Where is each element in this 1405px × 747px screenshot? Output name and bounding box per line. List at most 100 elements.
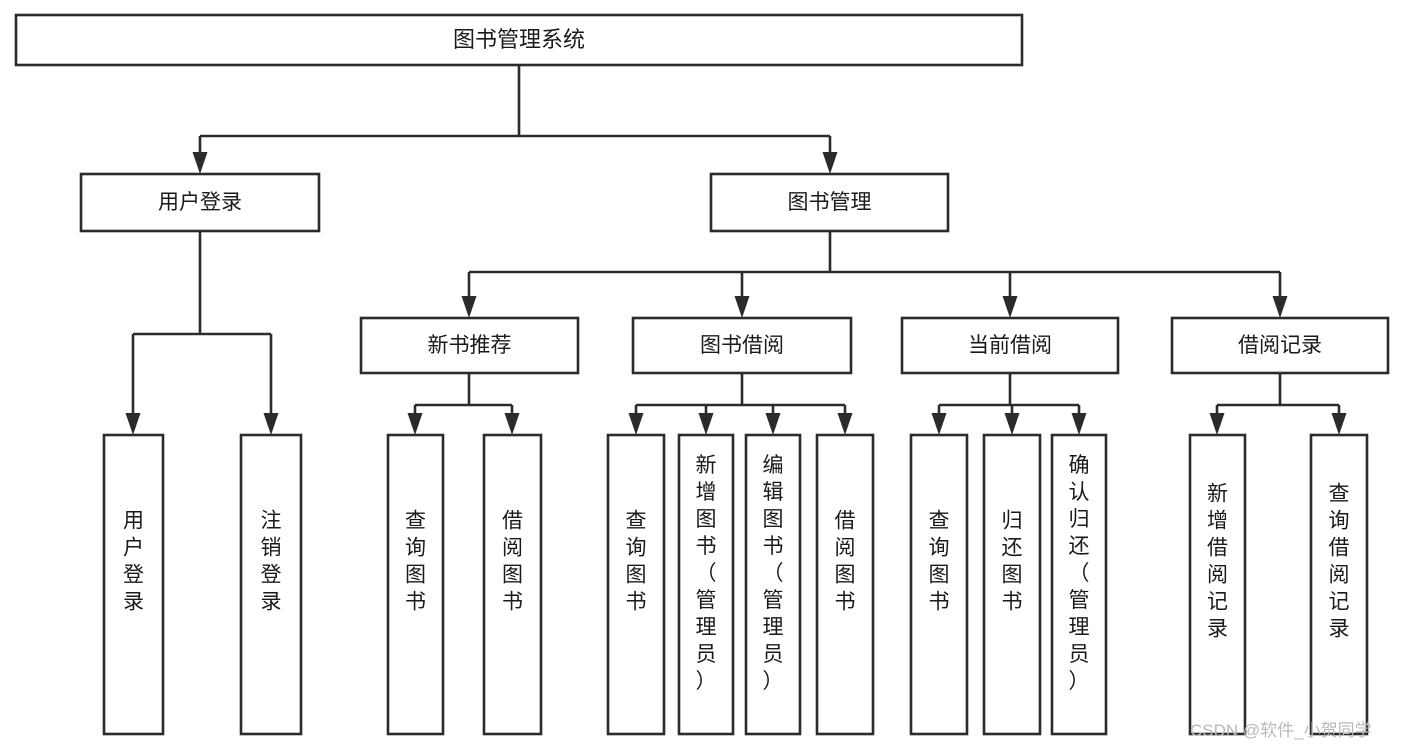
node-book-management-rect — [709, 172, 950, 233]
leaf-label-char: ） — [763, 670, 784, 693]
leaf-label-char: 书 — [835, 591, 856, 614]
leaf-label-char: 增 — [1207, 510, 1228, 533]
leaf-leaf-query-book-recommend-rect — [386, 433, 445, 736]
node-borrow-record-label: 借阅记录 — [1238, 334, 1322, 357]
leaf-label-char: 书 — [929, 591, 950, 614]
leaf-label-char: 新 — [696, 454, 717, 477]
leaf-leaf-confirm-return-admin-rect — [1050, 433, 1108, 736]
new-book-recommend-drop-0-arrowhead — [407, 413, 423, 435]
node-borrow-record-rect — [1170, 316, 1390, 375]
node-book-borrow[interactable]: 图书借阅 — [631, 316, 853, 375]
leaf-leaf-user-login-label: 用户登录 — [123, 510, 144, 614]
leaf-label-char: 阅 — [1207, 564, 1228, 587]
leaf-label-char: 确 — [1069, 454, 1090, 477]
user-login-drop-0-arrowhead — [125, 413, 141, 435]
root-drop-0-arrowhead — [192, 152, 208, 174]
node-root-rect — [14, 13, 1024, 67]
leaf-leaf-user-login[interactable]: 用户登录 — [102, 433, 165, 736]
leaf-label-char: 书 — [502, 591, 523, 614]
leaf-label-char: （ — [696, 562, 717, 585]
leaf-label-char: 图 — [502, 564, 523, 587]
node-user-login-rect — [79, 172, 321, 233]
leaf-label-char: 录 — [1207, 618, 1228, 641]
node-current-borrow[interactable]: 当前借阅 — [900, 316, 1120, 375]
current-borrow-drop-1-arrowhead — [1004, 413, 1020, 435]
leaf-label-char: 图 — [929, 564, 950, 587]
leaf-label-char: 阅 — [1329, 564, 1350, 587]
leaf-label-char: 录 — [261, 591, 282, 614]
leaf-label-char: 录 — [1329, 618, 1350, 641]
leaf-label-char: 认 — [1069, 481, 1090, 504]
leaf-leaf-borrow-book-recommend-rect — [482, 433, 543, 736]
leaf-label-char: 询 — [626, 537, 647, 560]
connector-layer — [125, 65, 1347, 435]
leaf-label-char: 理 — [696, 616, 717, 639]
leaf-label-char: 借 — [502, 510, 523, 533]
leaf-leaf-query-book-current-rect — [909, 433, 969, 736]
leaf-label-char: 询 — [1329, 510, 1350, 533]
leaf-label-char: 注 — [261, 510, 282, 533]
leaf-label-char: 员 — [763, 643, 784, 666]
book-borrow-drop-1-arrowhead — [698, 413, 714, 435]
leaf-leaf-add-borrow-record-rect — [1188, 433, 1247, 736]
leaf-leaf-query-borrow-record-rect — [1309, 433, 1369, 736]
node-borrow-record[interactable]: 借阅记录 — [1170, 316, 1390, 375]
book-borrow-drop-2-arrowhead — [765, 413, 781, 435]
node-user-login[interactable]: 用户登录 — [79, 172, 321, 233]
csdn-watermark: CSDN @软件_小贺同学 — [1190, 721, 1372, 740]
leaf-label-char: ） — [696, 670, 717, 693]
book-mgmt-drop-2-arrowhead — [1002, 296, 1018, 318]
book-mgmt-drop-3-arrowhead — [1272, 296, 1288, 318]
leaf-label-char: 记 — [1207, 591, 1228, 614]
leaf-label-char: 归 — [1069, 508, 1090, 531]
node-book-borrow-label: 图书借阅 — [700, 334, 784, 357]
node-book-management[interactable]: 图书管理 — [709, 172, 950, 233]
book-mgmt-drop-1-arrowhead — [734, 296, 750, 318]
leaf-label-char: 查 — [626, 510, 647, 533]
leaf-label-char: 借 — [1329, 537, 1350, 560]
leaf-label-char: 书 — [1002, 591, 1023, 614]
node-book-borrow-rect — [631, 316, 853, 375]
leaf-label-char: 新 — [1207, 483, 1228, 506]
leaf-label-char: 记 — [1329, 591, 1350, 614]
leaf-label-char: 管 — [763, 589, 784, 612]
leaf-label-char: 销 — [261, 537, 282, 560]
user-login-drop-1-arrowhead — [263, 413, 279, 435]
leaf-label-char: 管 — [1069, 589, 1090, 612]
node-root[interactable]: 图书管理系统 — [14, 13, 1024, 67]
borrow-record-drop-0-arrowhead — [1209, 413, 1225, 435]
leaf-label-char: 理 — [763, 616, 784, 639]
node-root-label: 图书管理系统 — [453, 27, 585, 52]
leaf-label-char: （ — [1069, 562, 1090, 585]
leaf-label-char: 管 — [696, 589, 717, 612]
leaf-label-char: 借 — [1207, 537, 1228, 560]
leaf-label-char: 图 — [626, 564, 647, 587]
node-new-book-recommend[interactable]: 新书推荐 — [359, 316, 580, 375]
node-current-borrow-rect — [900, 316, 1120, 375]
leaf-label-char: 登 — [123, 564, 144, 587]
leaf-label-char: 书 — [405, 591, 426, 614]
node-book-management-label: 图书管理 — [788, 191, 872, 214]
leaf-label-char: 查 — [1329, 483, 1350, 506]
leaf-label-char: 理 — [1069, 616, 1090, 639]
